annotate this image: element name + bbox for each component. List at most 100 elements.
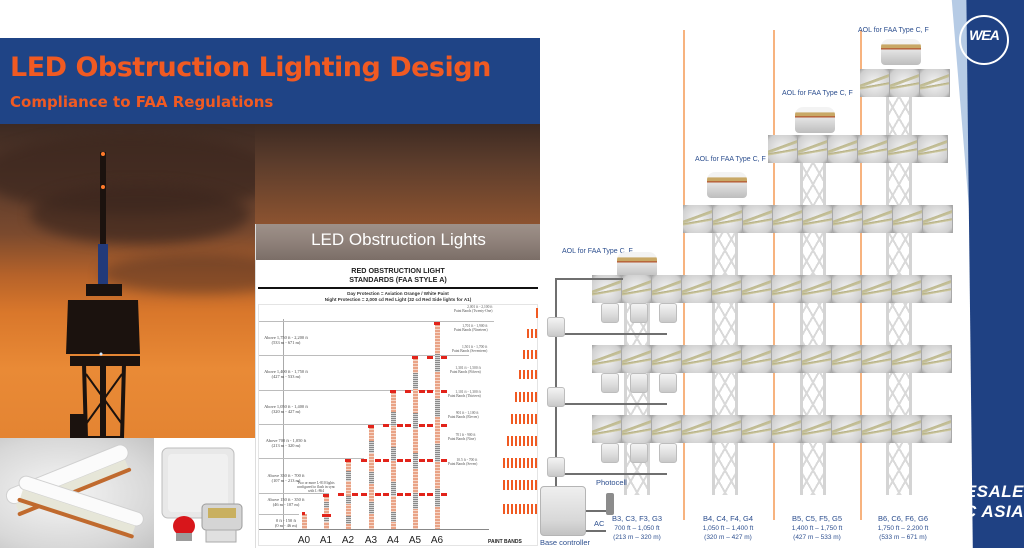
red-light	[390, 390, 396, 393]
row-divider	[259, 355, 469, 356]
aol-light-icon	[881, 39, 921, 65]
title-banner: LED Obstruction Lighting Design Complian…	[0, 38, 540, 124]
photocell-label: Photocell	[596, 478, 627, 487]
power-supply	[601, 303, 619, 323]
tower-silhouette-icon	[66, 152, 140, 438]
red-light	[434, 322, 440, 325]
red-light	[427, 390, 433, 393]
standards-header-title: LED Obstruction Lights	[311, 230, 486, 249]
side-light-row	[592, 275, 952, 303]
red-light	[427, 424, 433, 427]
standards-chart-area	[258, 304, 538, 546]
range-label-4: B4, C4, F4, G4 1,050 ft – 1,400 ft (320 …	[702, 514, 754, 541]
red-light	[405, 424, 411, 427]
photocell-icon	[606, 493, 614, 515]
column-label-a5: A5	[408, 535, 422, 546]
red-light	[405, 459, 411, 462]
aol-label: AOL for FAA Type C, F	[695, 156, 766, 163]
power-supply	[659, 373, 677, 393]
paint-bands-label: PAINT BANDS	[488, 539, 522, 545]
row-divider	[259, 493, 329, 494]
brand-panel	[966, 0, 1024, 548]
faa-standards-chart: LED Obstruction Lights RED OBSTRUCTION L…	[255, 224, 541, 548]
tower-a4	[391, 392, 396, 529]
aol-light-icon	[795, 107, 835, 133]
junction-box	[547, 387, 565, 407]
height-row-label: Above 700 ft - 1,050 ft(213 m - 320 m)	[265, 438, 307, 449]
tower-sunset-photo	[0, 124, 260, 438]
red-light	[441, 459, 447, 462]
side-light-row	[860, 69, 950, 97]
a1-note: Two or more L-810 lights configured to f…	[296, 481, 336, 494]
aol-label: AOL for FAA Type C, F	[562, 248, 633, 255]
led-side-light-photo	[0, 438, 154, 548]
power-supply	[630, 443, 648, 463]
tower-a3	[369, 427, 374, 529]
red-light	[361, 459, 367, 462]
power-supply	[630, 373, 648, 393]
red-light	[419, 459, 425, 462]
junction-box	[547, 317, 565, 337]
page-title: LED Obstruction Lighting Design	[10, 52, 491, 83]
column-label-a6: A6	[430, 535, 444, 546]
red-light	[397, 493, 403, 496]
red-light	[322, 514, 331, 517]
side-light-row	[592, 345, 952, 373]
standards-note: Day Protection = Aviation Orange / White…	[256, 291, 540, 302]
day-protection-note: Day Protection = Aviation Orange / White…	[347, 291, 449, 296]
red-light	[383, 459, 389, 462]
range-label-5: B5, C5, F5, G5 1,400 ft – 1,750 ft (427 …	[791, 514, 843, 541]
red-light	[301, 512, 305, 515]
height-row-label: Above 1,400 ft - 1,750 ft(427 m - 533 m)	[264, 369, 308, 380]
tower-a6	[435, 324, 440, 529]
base-controller-icon	[540, 486, 586, 536]
base-controller-label: Base controller	[540, 538, 591, 547]
page-subtitle: Compliance to FAA Regulations	[10, 93, 274, 111]
red-light	[338, 493, 344, 496]
height-row-label: 0 ft - 150 ft(0 m - 46 m)	[274, 518, 298, 529]
red-light	[427, 356, 433, 359]
tower-a2	[346, 461, 351, 529]
range-label-6: B6, C6, F6, G6 1,750 ft – 2,200 ft (533 …	[877, 514, 929, 541]
brand-watermark: ESALE RIC ASIA	[946, 482, 1024, 521]
height-row-label: Above 150 ft - 350 ft(46 m - 107 m)	[267, 497, 305, 508]
red-light	[375, 493, 381, 496]
power-supply	[659, 303, 677, 323]
red-light	[383, 493, 389, 496]
red-light	[361, 493, 367, 496]
column-label-a4: A4	[386, 535, 400, 546]
wea-logo-icon: WEA	[959, 15, 1009, 65]
red-light	[441, 356, 447, 359]
red-light	[383, 424, 389, 427]
cable	[555, 473, 667, 475]
power-supply	[630, 303, 648, 323]
side-light-row	[768, 135, 948, 163]
controller-and-beacon-photo	[154, 438, 255, 548]
red-light	[427, 493, 433, 496]
side-light-row	[592, 415, 952, 443]
cable	[555, 333, 667, 335]
standards-title: RED OBSTRUCTION LIGHT STANDARDS (FAA STY…	[256, 266, 540, 284]
column-label-a3: A3	[364, 535, 378, 546]
tower-a1	[324, 496, 329, 529]
red-light	[441, 390, 447, 393]
range-label-3: B3, C3, F3, G3 700 ft – 1,050 ft (213 m …	[611, 514, 663, 541]
photocell-cable	[586, 510, 608, 512]
red-light	[419, 493, 425, 496]
power-supply	[601, 373, 619, 393]
tower-a0	[302, 514, 307, 529]
red-light	[345, 459, 351, 462]
red-light	[397, 424, 403, 427]
red-light	[368, 425, 374, 428]
row-divider	[259, 390, 434, 391]
red-light	[323, 494, 329, 497]
night-protection-note: Night Protection = 2,000 cd Red Light (3…	[324, 296, 472, 302]
height-row-label: Above 1,050 ft - 1,400 ft(320 m - 427 m)	[264, 404, 308, 415]
red-light	[412, 356, 418, 359]
